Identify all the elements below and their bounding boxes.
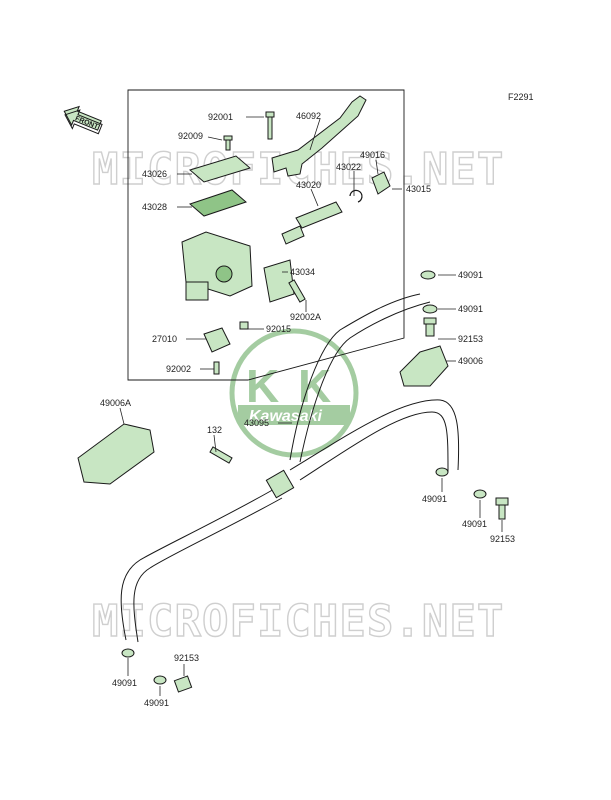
bolt-132 — [209, 446, 233, 464]
label-27010: 27010 — [152, 334, 177, 344]
label-43015: 43015 — [406, 184, 431, 194]
label-49006a: 49006A — [100, 398, 131, 408]
label-92153-c: 92153 — [174, 653, 199, 663]
screw-92002 — [213, 361, 220, 375]
banjo-bolt-92153-a — [423, 317, 437, 337]
label-92002: 92002 — [166, 364, 191, 374]
boot-49016 — [371, 171, 391, 195]
label-43034: 43034 — [290, 267, 315, 277]
label-92009: 92009 — [178, 131, 203, 141]
cap-43026 — [188, 155, 252, 183]
screw-92009 — [223, 135, 233, 151]
nut-92015 — [239, 321, 249, 330]
bolt-92002a — [288, 279, 306, 303]
front-arrow-icon: FRONT — [63, 105, 103, 135]
washer-49091-f — [153, 675, 167, 685]
label-49091-d: 49091 — [462, 519, 487, 529]
leader-lines — [119, 116, 503, 696]
master-cylinder-body — [181, 231, 253, 301]
bolt-92001 — [265, 111, 275, 140]
label-132: 132 — [207, 425, 222, 435]
banjo-bolt-92153-c — [173, 675, 193, 693]
label-92002a: 92002A — [290, 312, 321, 322]
label-43022: 43022 — [336, 162, 361, 172]
banjo-bolt-92153-b — [495, 497, 509, 520]
svg-text:K: K — [246, 360, 279, 412]
washer-49091-e — [121, 648, 135, 658]
kawasaki-logo: K K Kawasaki — [229, 328, 359, 458]
piston-kit-43020 — [281, 201, 343, 245]
clamp-43034 — [263, 259, 295, 303]
label-49091-b: 49091 — [458, 304, 483, 314]
fitting-49006 — [399, 345, 449, 387]
label-43026: 43026 — [142, 169, 167, 179]
brake-hose-upper — [289, 293, 431, 463]
switch-27010 — [203, 327, 231, 353]
label-43020: 43020 — [296, 180, 321, 190]
label-49091-e: 49091 — [112, 678, 137, 688]
fitting-49006a — [77, 423, 155, 485]
figure-code: F2291 — [508, 92, 534, 102]
label-43028: 43028 — [142, 202, 167, 212]
label-49091-f: 49091 — [144, 698, 169, 708]
label-43095: 43095 — [244, 418, 269, 428]
washer-49091-b — [422, 304, 438, 314]
washer-49091-c — [435, 467, 449, 477]
label-49006: 49006 — [458, 356, 483, 366]
assembly-frame — [127, 89, 405, 381]
label-92153-a: 92153 — [458, 334, 483, 344]
washer-49091-a — [420, 270, 436, 280]
label-49091-c: 49091 — [422, 494, 447, 504]
diaphragm-43028 — [189, 189, 247, 217]
brake-hose-lower — [120, 487, 283, 643]
label-92015: 92015 — [266, 324, 291, 334]
hose-joint — [265, 469, 295, 499]
label-49091-a: 49091 — [458, 270, 483, 280]
clip-43022 — [349, 189, 363, 203]
watermark-bottom: MICROFICHES.NET — [92, 596, 504, 647]
label-46092: 46092 — [296, 111, 321, 121]
label-92153-b: 92153 — [490, 534, 515, 544]
lever-46092 — [271, 95, 367, 177]
logo-text: Kawasaki — [249, 408, 322, 425]
brake-hose-right — [289, 399, 460, 481]
label-49016: 49016 — [360, 150, 385, 160]
washer-49091-d — [473, 489, 487, 499]
label-92001: 92001 — [208, 112, 233, 122]
